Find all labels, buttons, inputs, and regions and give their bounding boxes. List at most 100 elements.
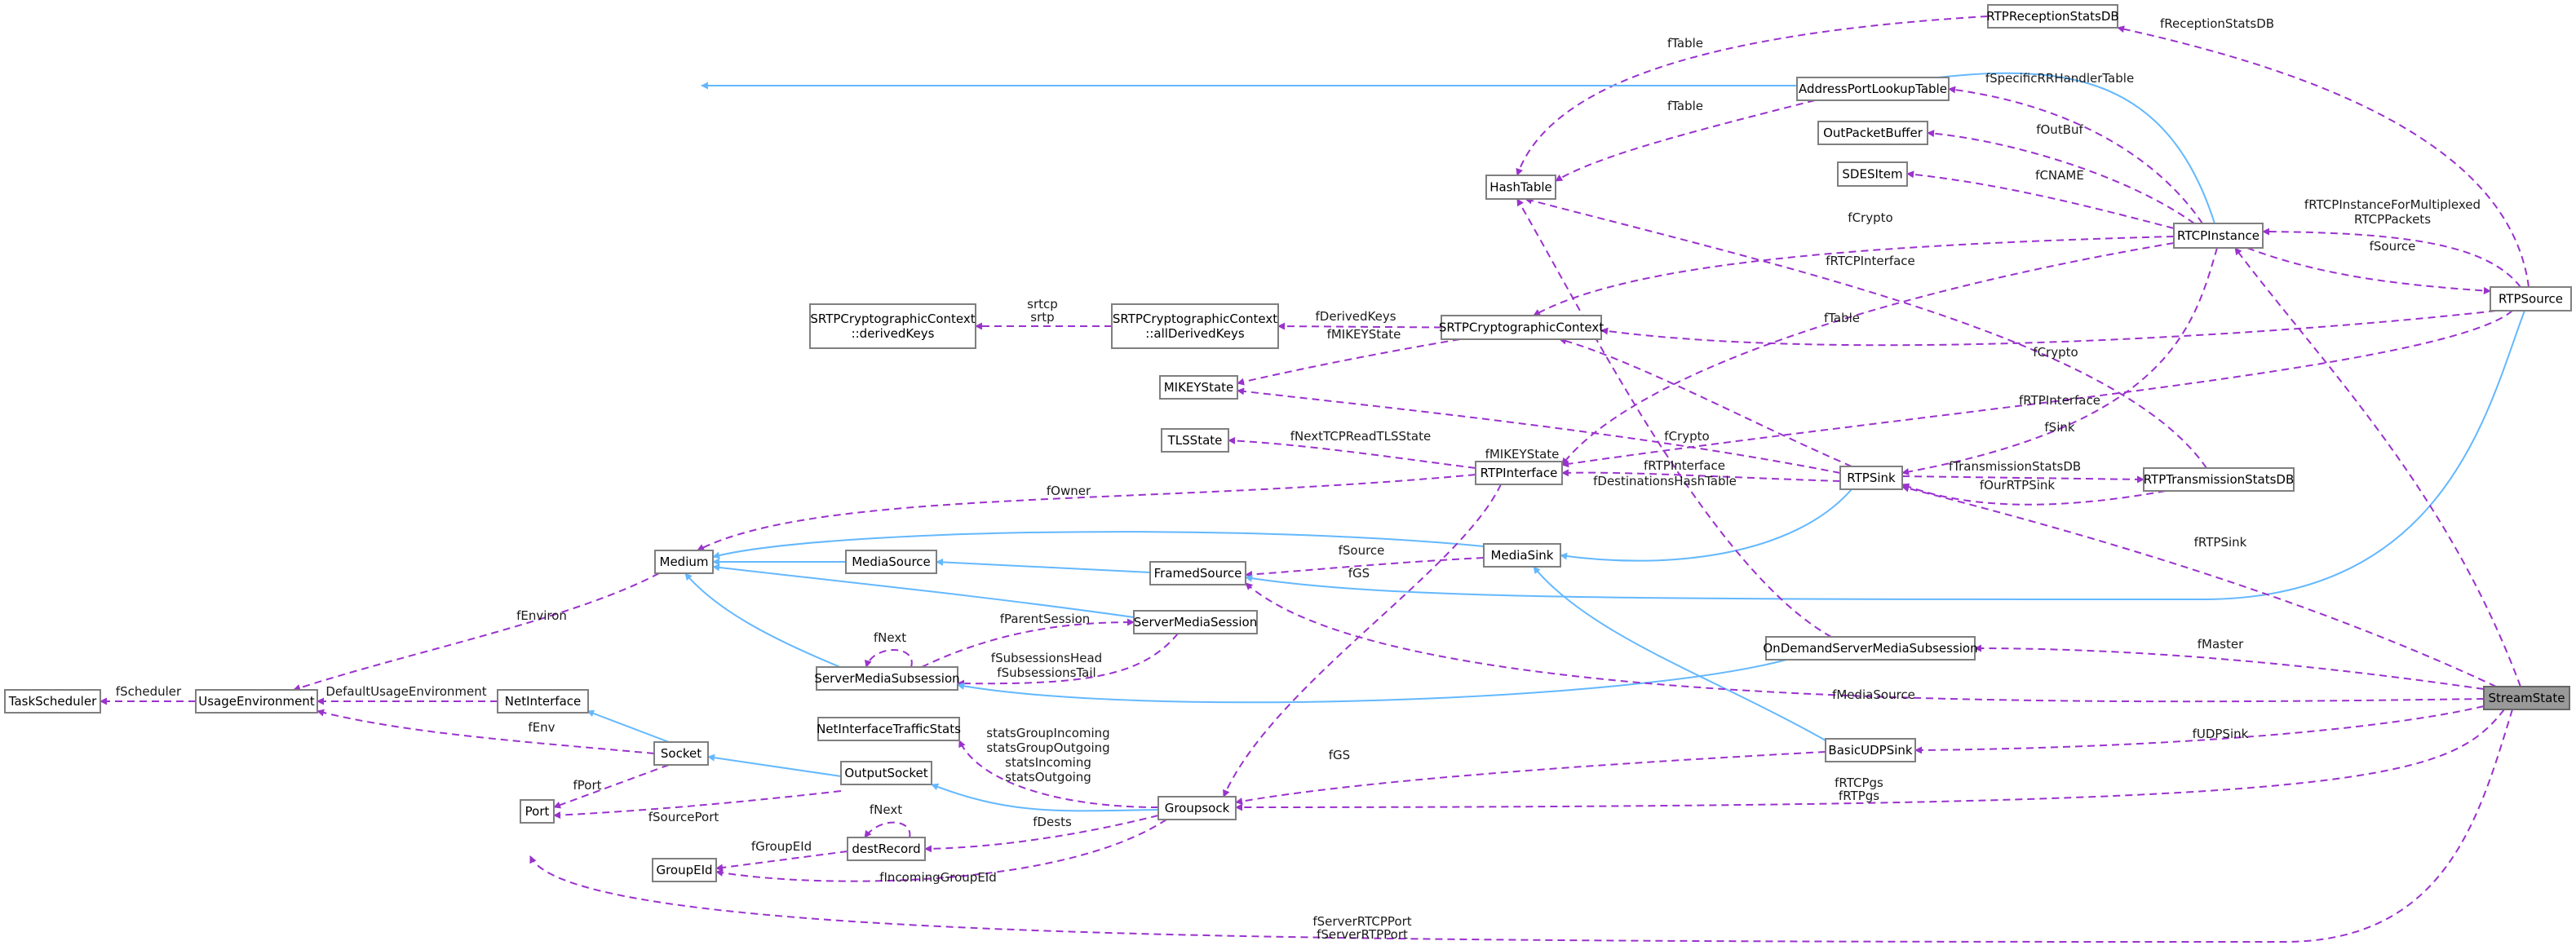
edge-label: fTable xyxy=(1667,36,1703,51)
class-name-label: ServerMediaSubsession xyxy=(814,671,959,686)
class-box[interactable] xyxy=(653,741,709,766)
usage-edge-Groupsock-to-NetInterfaceTrafficStats xyxy=(958,740,1159,808)
class-box[interactable] xyxy=(520,799,555,824)
edge-label: fRTPInterface xyxy=(2019,393,2100,408)
class-node-allDerivedKeys[interactable]: SRTPCryptographicContext::allDerivedKeys xyxy=(1111,303,1279,349)
class-node-RTPInterface[interactable]: RTPInterface xyxy=(1475,461,1563,485)
class-box[interactable] xyxy=(1839,466,1903,490)
class-node-UsageEnvironment[interactable]: UsageEnvironment xyxy=(195,689,318,714)
class-node-NetInterfaceTrafficStats[interactable]: NetInterfaceTrafficStats xyxy=(817,717,961,741)
inheritance-edge-Groupsock-to-OutputSocket xyxy=(931,783,1159,812)
class-box[interactable] xyxy=(4,689,101,714)
class-node-MediaSink[interactable]: MediaSink xyxy=(1483,543,1561,568)
class-node-RTPSink[interactable]: RTPSink xyxy=(1839,466,1903,490)
class-node-derivedKeys[interactable]: SRTPCryptographicContext::derivedKeys xyxy=(809,303,976,349)
class-name-label: OutPacketBuffer xyxy=(1823,126,1923,140)
class-node-HashTable[interactable]: HashTable xyxy=(1485,175,1556,200)
class-box[interactable] xyxy=(1837,161,1908,187)
class-node-OnDemandServerMediaSubsession[interactable]: OnDemandServerMediaSubsession xyxy=(1763,636,1978,661)
inheritance-edge-BasicUDPSink-to-MediaSink xyxy=(1533,566,1826,741)
class-box[interactable] xyxy=(1987,4,2118,29)
class-node-FramedSource[interactable]: FramedSource xyxy=(1149,561,1246,585)
class-box[interactable] xyxy=(1796,77,1950,101)
class-box[interactable] xyxy=(195,689,318,714)
usage-edge-RTPSource-to-RTPReceptionStatsDB xyxy=(2117,25,2530,288)
class-node-SDESItem[interactable]: SDESItem xyxy=(1837,161,1908,187)
class-node-AddressPortLookupTable[interactable]: AddressPortLookupTable xyxy=(1796,77,1950,101)
class-box[interactable] xyxy=(1825,738,1916,762)
class-node-GroupEId[interactable]: GroupEId xyxy=(652,858,717,882)
class-node-OutPacketBuffer[interactable]: OutPacketBuffer xyxy=(1817,121,1928,145)
class-box[interactable] xyxy=(840,761,932,785)
edge-label: fCrypto xyxy=(2033,345,2078,360)
class-node-MediaSource[interactable]: MediaSource xyxy=(845,550,937,574)
usage-edge-OutputSocket-to-Port xyxy=(553,790,842,820)
class-box[interactable] xyxy=(1485,175,1556,200)
usage-edge-SRTPCryptographicContext-to-allDerivedKeys xyxy=(1277,322,1442,330)
edge-label: fTable xyxy=(1824,311,1860,325)
inheritance-edge-Socket-to-NetInterface xyxy=(586,709,670,743)
class-box[interactable] xyxy=(1475,461,1563,485)
edge-label: RTCPPackets xyxy=(2354,212,2431,227)
class-node-StreamState[interactable]: StreamState xyxy=(2483,686,2570,710)
edge-label: fNextTCPReadTLSState xyxy=(1290,429,1431,444)
class-box[interactable] xyxy=(845,550,937,574)
class-node-TaskScheduler[interactable]: TaskScheduler xyxy=(4,689,101,714)
edge-label: fOwner xyxy=(1047,484,1091,498)
edge-label: fGS xyxy=(1348,566,1370,581)
usage-edge-RTCPInstance-to-SRTPCryptographicContext xyxy=(1533,236,2175,316)
class-node-destRecord[interactable]: destRecord xyxy=(847,837,926,861)
class-name-label: SRTPCryptographicContext xyxy=(1113,312,1277,326)
class-box[interactable] xyxy=(809,303,976,349)
edge-label: fSubsessionsTail xyxy=(997,665,1095,680)
class-box[interactable] xyxy=(654,550,714,574)
class-box[interactable] xyxy=(652,858,717,882)
class-node-OutputSocket[interactable]: OutputSocket xyxy=(840,761,932,785)
edge-label: fRTCPInterface xyxy=(1826,254,1915,268)
class-box[interactable] xyxy=(2143,467,2295,492)
class-node-RTPReceptionStatsDB[interactable]: RTPReceptionStatsDB xyxy=(1986,4,2119,29)
class-box[interactable] xyxy=(2490,286,2572,312)
class-box[interactable] xyxy=(817,717,960,741)
class-box[interactable] xyxy=(2483,686,2570,710)
usage-edge-Socket-to-Port xyxy=(553,764,670,809)
class-box[interactable] xyxy=(847,837,926,861)
class-node-Medium[interactable]: Medium xyxy=(654,550,714,574)
class-node-Groupsock[interactable]: Groupsock xyxy=(1157,796,1237,820)
inheritance-edge-RTPSource-to-FramedSource xyxy=(1245,310,2525,601)
class-node-Socket[interactable]: Socket xyxy=(653,741,709,766)
class-box[interactable] xyxy=(497,689,589,714)
usage-edge-RTCPInstance-to-RTPInterface xyxy=(1561,242,2175,466)
edge-label: fServerRTPPort xyxy=(1317,927,1408,942)
class-node-RTPSource[interactable]: RTPSource xyxy=(2490,286,2572,312)
class-box[interactable] xyxy=(816,666,958,691)
class-box[interactable] xyxy=(1133,610,1258,634)
class-box[interactable] xyxy=(1817,121,1928,145)
usage-edge-RTCPInstance-to-OutPacketBuffer xyxy=(1927,130,2195,224)
class-box[interactable] xyxy=(1483,543,1561,568)
class-box[interactable] xyxy=(1157,796,1237,820)
usage-edge-Medium-to-UsageEnvironment xyxy=(293,572,660,692)
class-node-ServerMediaSession[interactable]: ServerMediaSession xyxy=(1133,610,1258,634)
class-node-TLSState[interactable]: TLSState xyxy=(1161,428,1229,453)
edge-label: fRTCPgs xyxy=(1835,775,1883,790)
class-node-Port[interactable]: Port xyxy=(520,799,555,824)
class-box[interactable] xyxy=(1111,303,1279,349)
class-node-ServerMediaSubsession[interactable]: ServerMediaSubsession xyxy=(814,666,960,691)
class-box[interactable] xyxy=(1765,636,1976,661)
class-name-label: Port xyxy=(525,804,550,819)
class-node-BasicUDPSink[interactable]: BasicUDPSink xyxy=(1825,738,1916,762)
edge-label: fTable xyxy=(1667,99,1703,113)
class-box[interactable] xyxy=(1149,561,1246,585)
class-node-RTCPInstance[interactable]: RTCPInstance xyxy=(2173,223,2264,249)
class-box[interactable] xyxy=(1159,375,1238,400)
usage-edge-OnDemandServerMediaSubsession-to-HashTable xyxy=(1516,198,1832,638)
class-node-RTPTransmissionStatsDB[interactable]: RTPTransmissionStatsDB xyxy=(2143,467,2295,492)
class-node-MIKEYState[interactable]: MIKEYState xyxy=(1159,375,1238,400)
class-node-SRTPCryptographicContext[interactable]: SRTPCryptographicContext xyxy=(1439,315,1604,340)
class-node-NetInterface[interactable]: NetInterface xyxy=(497,689,589,714)
class-box[interactable] xyxy=(1161,428,1229,453)
class-box[interactable] xyxy=(1441,315,1602,340)
class-box[interactable] xyxy=(2173,223,2264,249)
